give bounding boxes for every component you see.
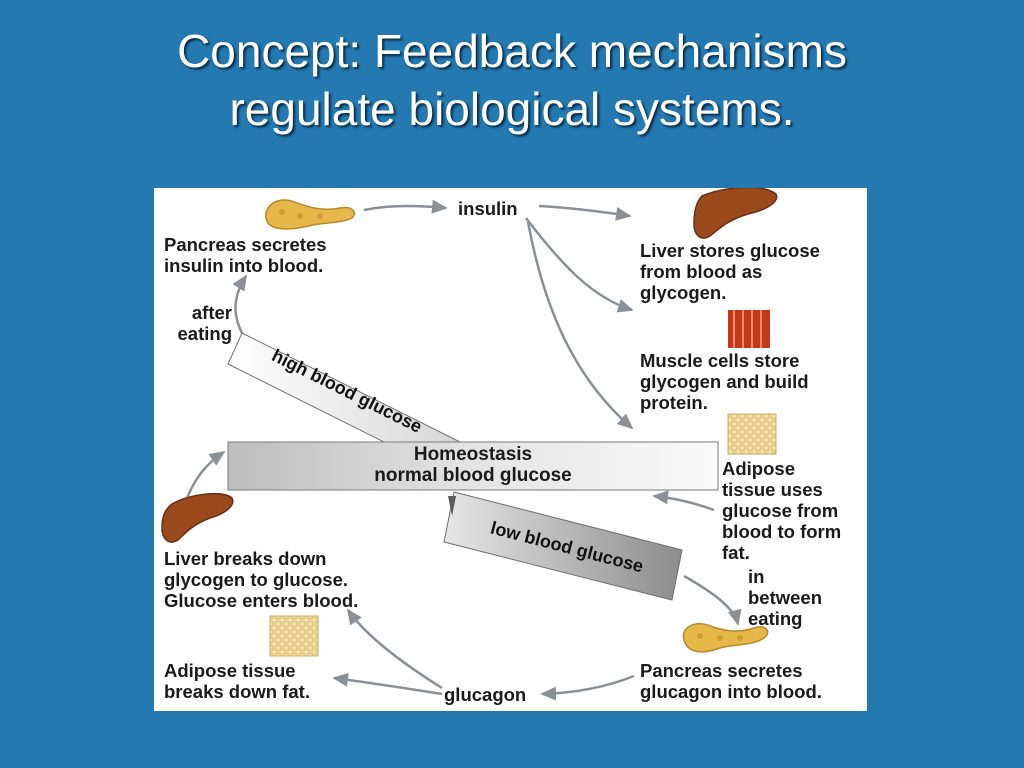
arrow-insulin-to-muscle xyxy=(525,217,634,313)
pancreas-icon xyxy=(682,622,769,653)
slide-title: Concept: Feedback mechanisms regulate bi… xyxy=(0,22,1024,138)
arrow-after-eating xyxy=(232,274,248,341)
homeostasis-band xyxy=(227,441,719,491)
insulin-label: insulin xyxy=(458,198,518,219)
pancreas-icon xyxy=(265,199,356,230)
liver-breaks-down-label: Liver breaks down glycogen to glucose. G… xyxy=(164,548,359,611)
homeostasis-title: Homeostasis xyxy=(413,444,533,465)
arrow-in-between-eating xyxy=(683,574,742,626)
liver-icon xyxy=(161,493,234,543)
set-point-marker xyxy=(448,496,456,516)
adipose-tissue-icon xyxy=(269,615,319,657)
in-between-eating-label: in between eating xyxy=(748,566,823,629)
arrow-insulin-to-liver xyxy=(538,204,632,221)
pancreas-secretes-insulin-label: Pancreas secretes insulin into blood. xyxy=(164,234,327,276)
muscle-tissue-icon xyxy=(728,310,770,348)
glucagon-label: glucagon xyxy=(444,684,527,705)
title-line-2: regulate biological systems. xyxy=(229,83,795,135)
arrow-from-adipose xyxy=(652,490,715,512)
arrow-pancreas-to-glucagon xyxy=(540,674,635,701)
feedback-diagram: high blood glucose low blood glucose Hom… xyxy=(154,188,867,711)
muscle-cells-label: Muscle cells store glycogen and build pr… xyxy=(640,350,809,413)
arrow-insulin-to-adipose xyxy=(526,221,634,430)
adipose-uses-glucose-label: Adipose tissue uses glucose from blood t… xyxy=(722,458,842,563)
homeostasis-label: Homeostasis normal blood glucose xyxy=(228,444,718,486)
arrow-glucagon-to-adipose xyxy=(332,672,443,696)
arrow-glucagon-to-liver xyxy=(346,608,443,690)
pancreas-secretes-glucagon-label: Pancreas secretes glucagon into blood. xyxy=(640,660,822,702)
diagram-graphics xyxy=(161,188,778,701)
title-line-1: Concept: Feedback mechanisms xyxy=(177,25,847,77)
arrow-pancreas-to-insulin xyxy=(363,199,448,214)
liver-stores-glucose-label: Liver stores glucose from blood as glyco… xyxy=(640,240,820,303)
low-blood-glucose-band xyxy=(443,491,683,601)
adipose-tissue-icon xyxy=(727,413,777,455)
liver-icon xyxy=(693,188,778,239)
homeostasis-subtitle: normal blood glucose xyxy=(374,465,572,486)
adipose-breaks-down-label: Adipose tissue breaks down fat. xyxy=(164,660,310,702)
after-eating-label: after eating xyxy=(177,302,232,344)
